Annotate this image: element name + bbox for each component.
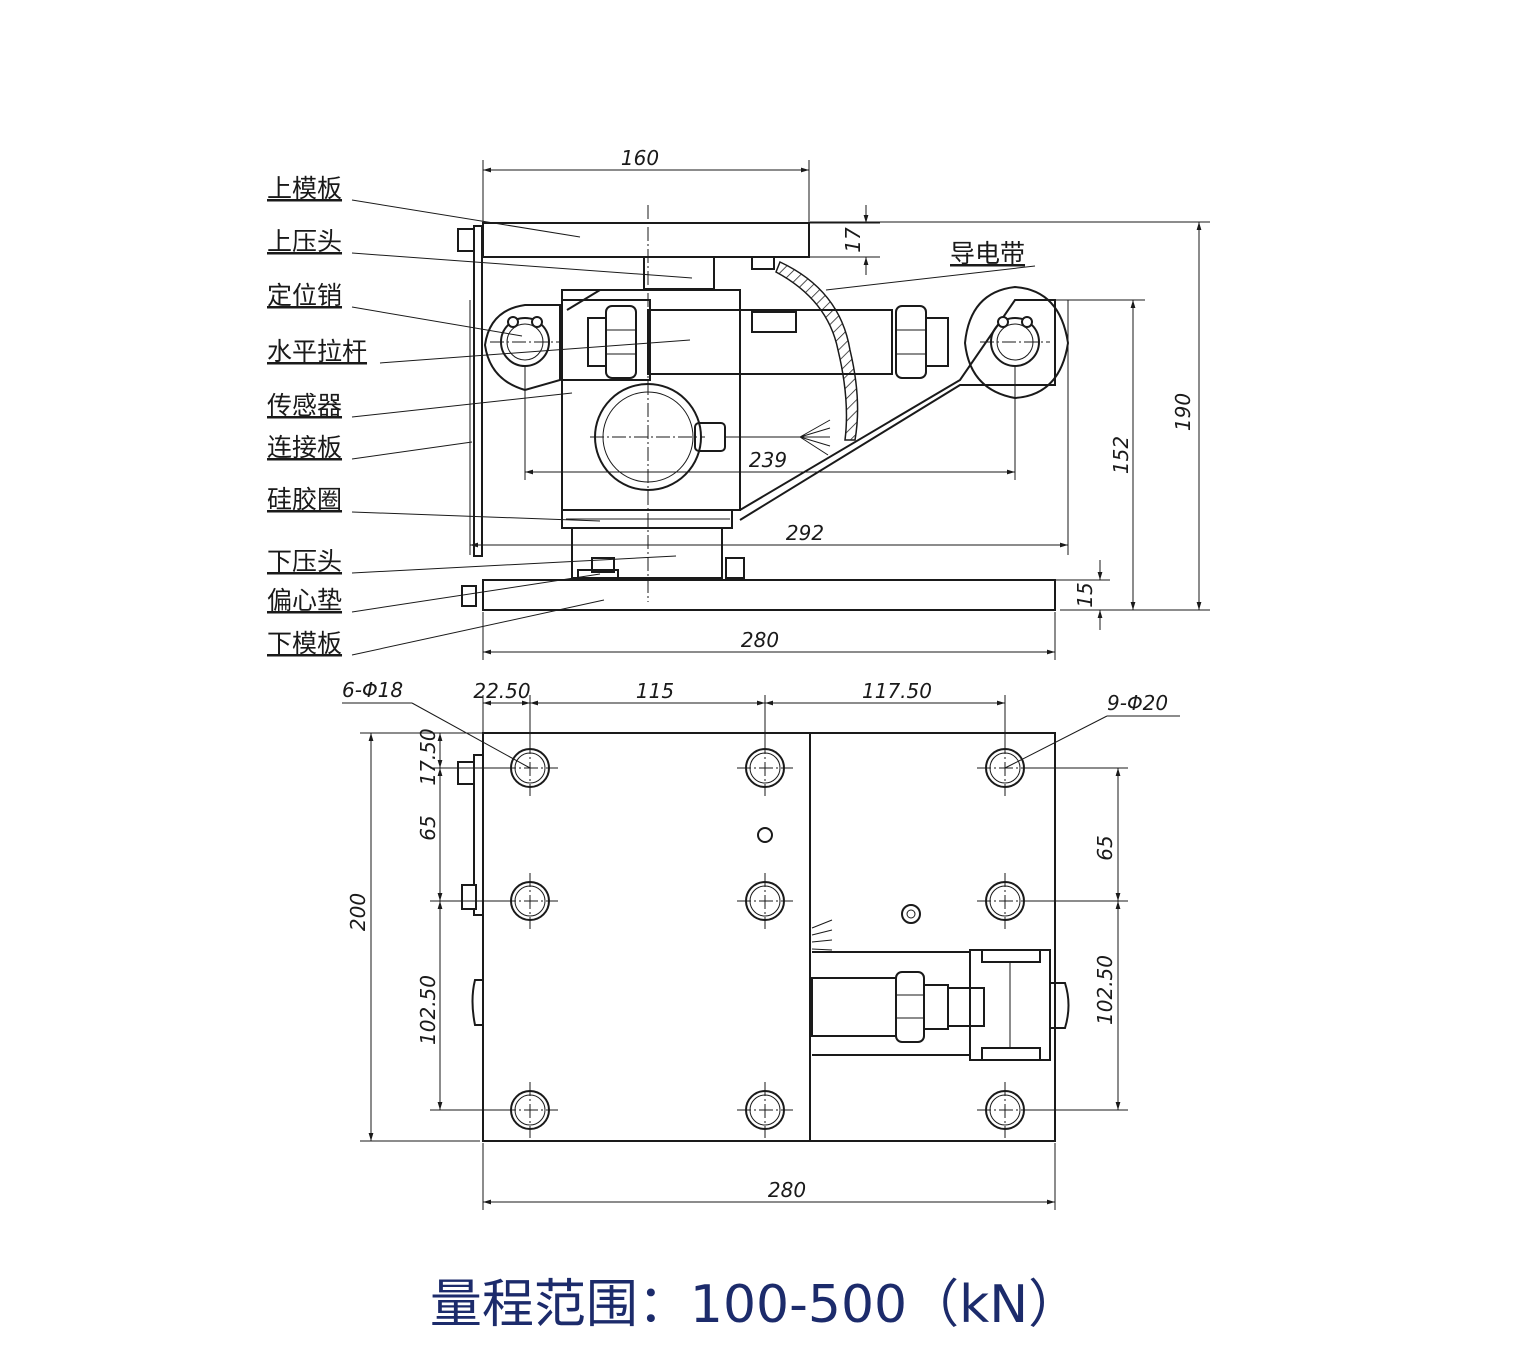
upper-bolt-left [457,228,475,252]
dim-pitch-y-left: 65 [416,815,440,840]
label-sensor: 传感器 [267,391,342,420]
front-view [457,205,1070,611]
dim-pin-height: 152 [1109,436,1133,474]
dim-offset-y: 17.50 [416,728,440,785]
front-view-dimensions: 160 17 239 292 152 190 15 2 [469,146,1210,660]
part-labels: 上模板 上压头 定位销 水平拉杆 传感器 连接板 硅胶圈 下压头 偏心垫 下模板… [267,174,1036,658]
hole-note-right: 9-Φ20 [1107,691,1168,715]
label-upper-head: 上压头 [267,227,342,256]
dim-total-height: 190 [1171,393,1195,431]
dim-offset-x: 22.50 [473,679,530,703]
dim-pitch-y-left-lower: 102.50 [416,975,440,1045]
dim-width: 280 [768,1178,806,1202]
dim-pitch-x2: 117.50 [862,679,932,703]
tie-rod-shape [647,309,893,375]
label-silicone-ring: 硅胶圈 [267,485,342,514]
label-lower-plate: 下模板 [267,629,342,658]
mounting-hole [502,873,558,929]
mounting-holes [502,740,1033,1138]
lower-head-shape [571,527,723,579]
dim-pin-span: 292 [786,521,824,545]
lower-bolt-left [461,585,477,607]
dim-base-width: 280 [741,628,779,652]
upper-plate-shape [482,222,810,258]
dim-top-width: 160 [621,146,659,170]
label-lower-head: 下压头 [267,547,342,576]
label-connecting-plate: 连接板 [267,433,342,462]
hole-note-left: 6-Φ18 [342,678,403,702]
range-title: 量程范围：100-500（kN） [430,1275,1080,1335]
mounting-hole [737,873,793,929]
top-view [457,732,1070,1142]
top-view-dimensions: 22.50 115 117.50 6-Φ18 9-Φ20 17.50 65 10… [342,678,1180,1210]
label-upper-plate: 上模板 [267,174,342,203]
dim-pitch-y-right-lower: 102.50 [1093,955,1117,1025]
label-conductive-strap: 导电带 [950,239,1025,268]
dim-top-thickness: 17 [841,227,865,253]
label-eccentric-pad: 偏心垫 [267,586,342,615]
mounting-hole [502,1082,558,1138]
dim-pitch-x1: 115 [636,679,674,703]
label-tie-rod: 水平拉杆 [267,337,367,366]
top-view-plate [482,732,1056,1142]
dim-cable-span: 239 [749,448,787,472]
mounting-hole [737,1082,793,1138]
dim-depth: 200 [346,893,370,931]
lower-plate-shape [482,579,1056,611]
dim-pitch-y-right: 65 [1093,835,1117,860]
conductive-strap-shape [775,260,859,441]
upper-head-shape [643,256,715,290]
mounting-hole [977,873,1033,929]
dim-base-thickness: 15 [1073,582,1097,607]
mounting-hole [977,1082,1033,1138]
label-locating-pin: 定位销 [267,281,342,310]
